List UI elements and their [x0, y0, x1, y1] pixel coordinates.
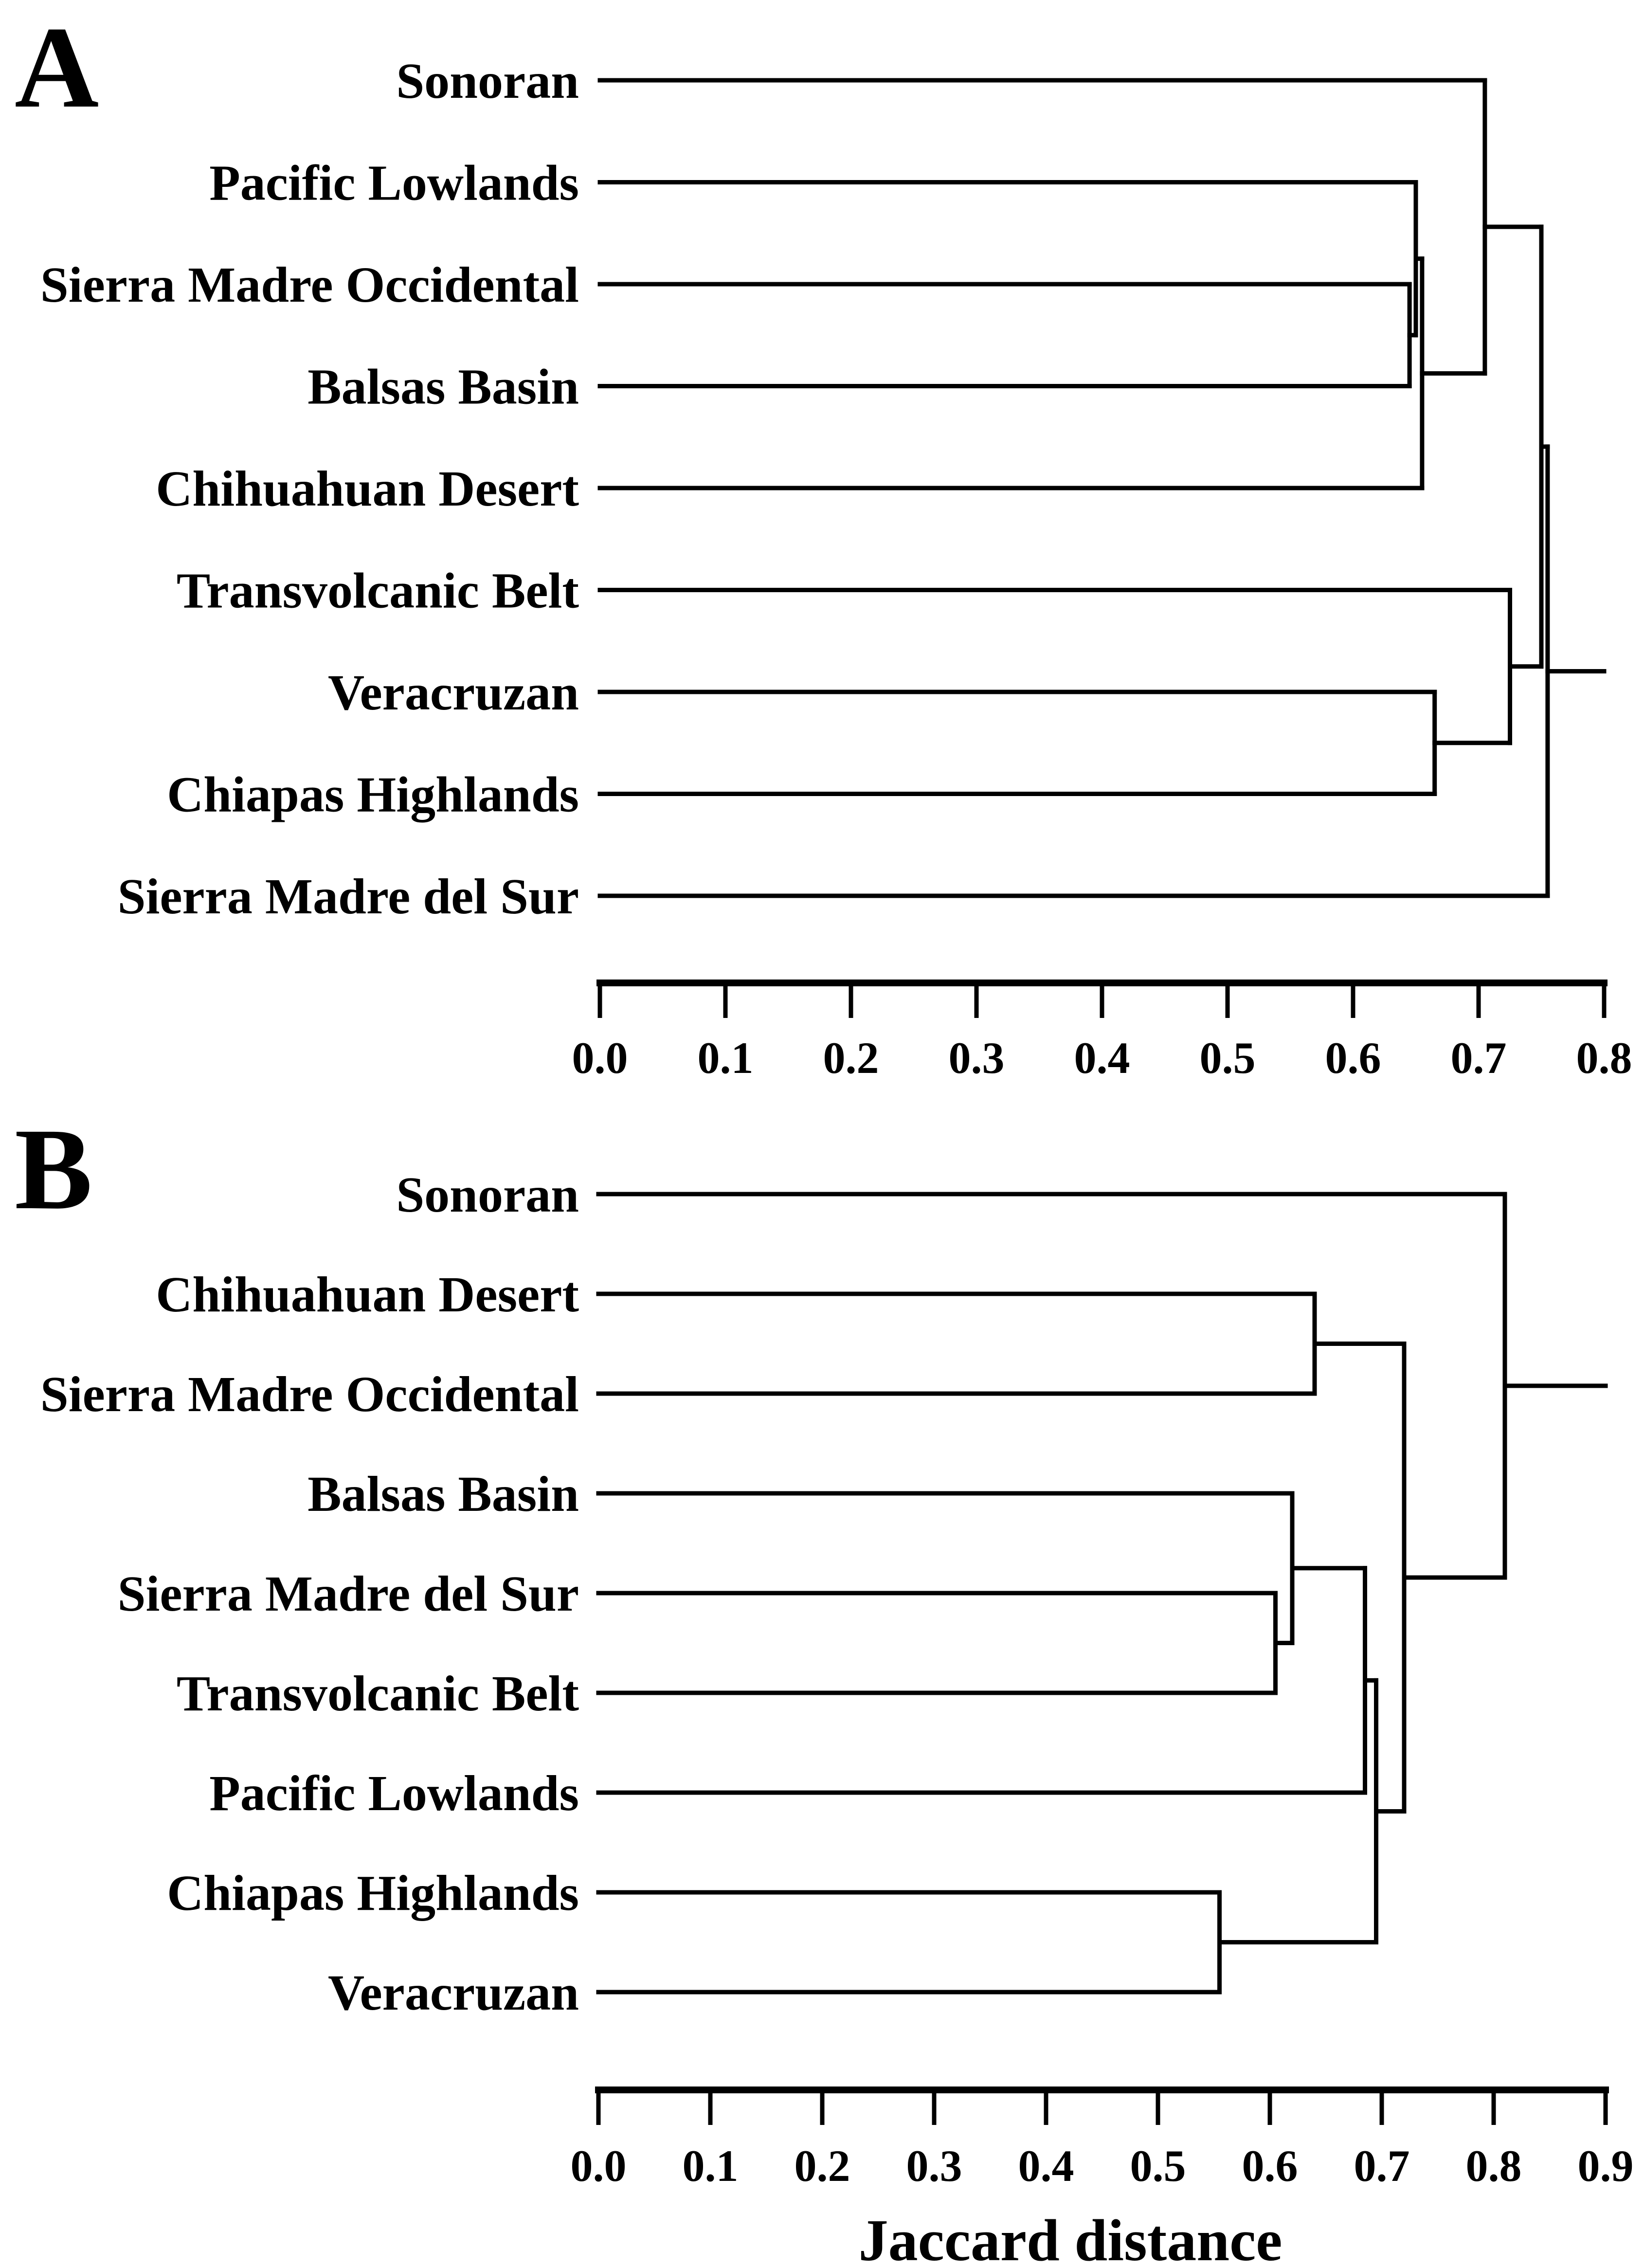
leaf-label: Pacific Lowlands [209, 1765, 579, 1821]
axis-tick-label: 0.1 [698, 1033, 754, 1083]
leaf-label: Sierra Madre del Sur [118, 869, 579, 925]
leaf-label: Sonoran [396, 53, 579, 109]
axis-tick-label: 0.2 [795, 2141, 850, 2191]
panel-b-letter: B [15, 1104, 93, 1234]
leaf-label: Chiapas Highlands [167, 767, 579, 823]
leaf-label: Sierra Madre Occidental [40, 1366, 579, 1422]
axis-tick-label: 0.2 [823, 1033, 879, 1083]
axis-tick-label: 0.7 [1451, 1033, 1507, 1083]
axis-tick-label: 0.6 [1242, 2141, 1298, 2191]
leaf-label: Pacific Lowlands [209, 155, 579, 211]
axis-tick-label: 0.4 [1074, 1033, 1130, 1083]
leaf-label: Veracruzan [328, 1965, 579, 2021]
axis-tick-label: 0.8 [1466, 2141, 1522, 2191]
axis-tick-label: 0.0 [572, 1033, 628, 1083]
axis-tick-label: 0.5 [1130, 2141, 1186, 2191]
leaf-label: Veracruzan [328, 665, 579, 721]
axis-tick-label: 0.3 [906, 2141, 962, 2191]
x-axis-title: Jaccard distance [859, 2208, 1283, 2268]
leaf-label: Chihuahuan Desert [156, 461, 579, 517]
leaf-label: Sonoran [396, 1167, 579, 1223]
leaf-label: Balsas Basin [307, 1466, 579, 1522]
leaf-label: Transvolcanic Belt [177, 1666, 579, 1722]
axis-tick-label: 0.9 [1578, 2141, 1634, 2191]
axis-tick-label: 0.6 [1325, 1033, 1381, 1083]
leaf-label: Chiapas Highlands [167, 1865, 579, 1921]
axis-tick-label: 0.7 [1354, 2141, 1410, 2191]
panel-a-dendrogram: 0.0 0.1 0.2 0.3 0.4 0.5 0.6 0.7 0.8 SonoranPacifi… [40, 53, 1632, 1083]
leaf-label: Sierra Madre del Sur [118, 1566, 579, 1622]
axis-tick-label: 0.3 [949, 1033, 1005, 1083]
panel-a-letter: A [15, 2, 99, 132]
leaf-label: Balsas Basin [307, 359, 579, 415]
axis-tick-label: 0.5 [1200, 1033, 1256, 1083]
axis-tick-label: 0.4 [1018, 2141, 1074, 2191]
leaf-label: Transvolcanic Belt [177, 563, 579, 619]
axis-tick-label: 0.0 [571, 2141, 627, 2191]
axis-tick-label: 0.1 [683, 2141, 739, 2191]
leaf-label: Sierra Madre Occidental [40, 257, 579, 313]
leaf-label: Chihuahuan Desert [156, 1267, 579, 1323]
axis-tick-label: 0.8 [1576, 1033, 1632, 1083]
